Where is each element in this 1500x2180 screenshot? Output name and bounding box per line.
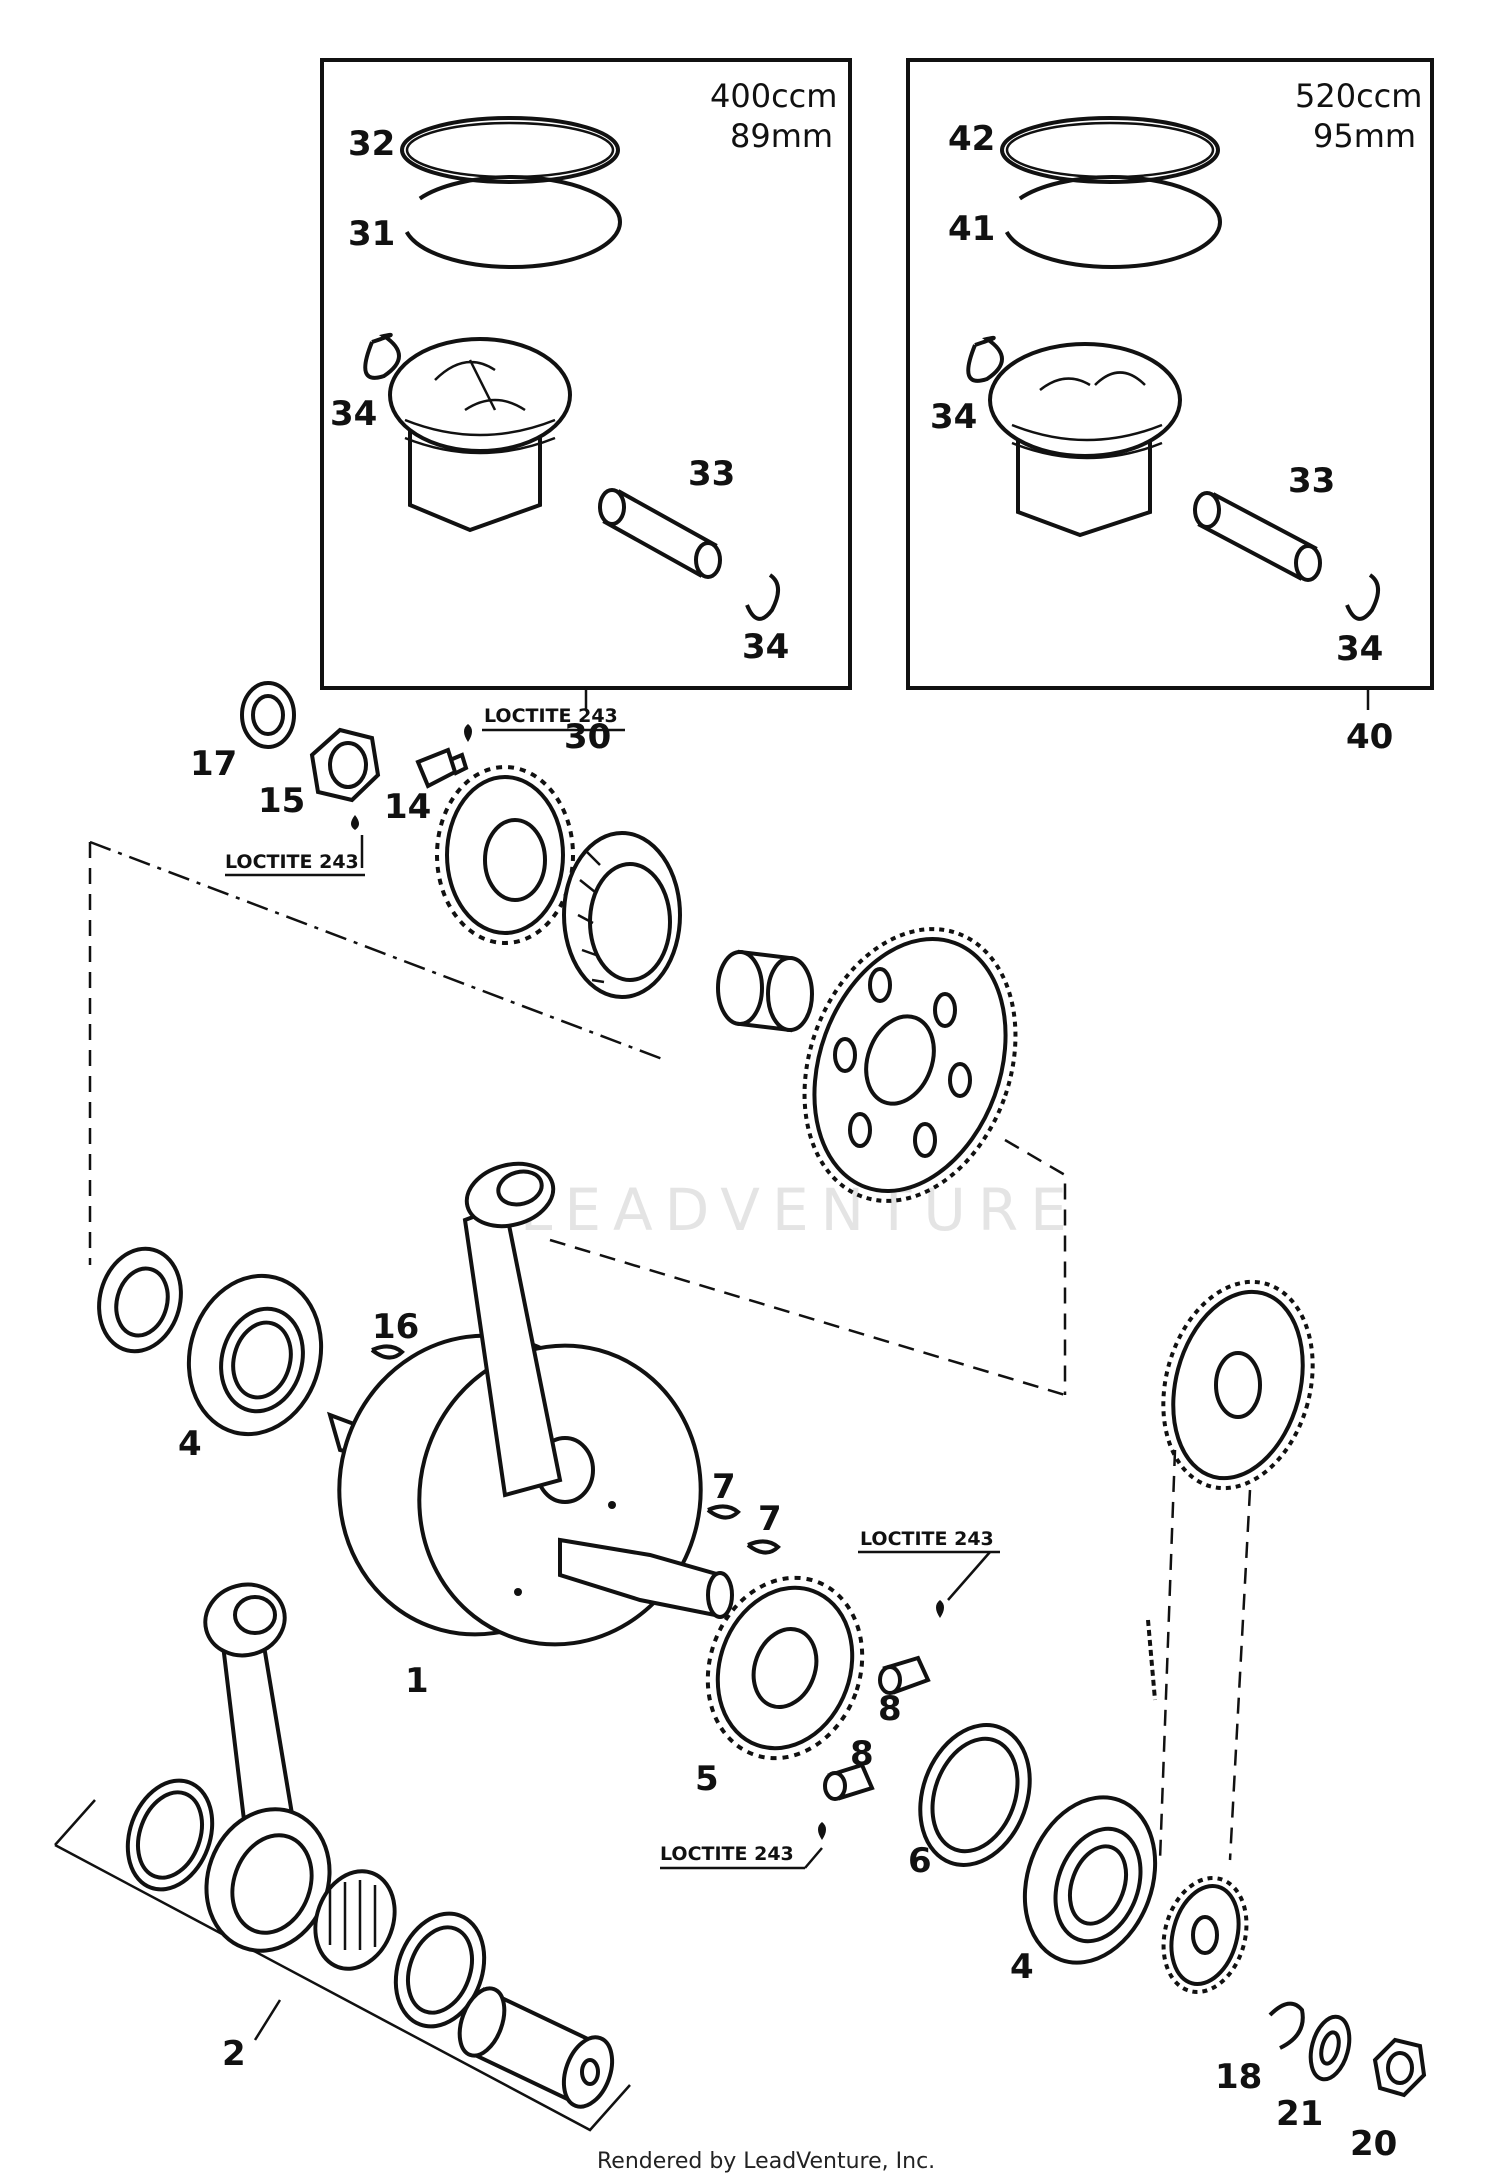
starter-gear-13[interactable] <box>435 765 575 945</box>
oil-seal-9[interactable] <box>88 1239 192 1360</box>
piston-pin-33a[interactable] <box>598 488 722 579</box>
label-4-right: 4 <box>1010 1947 1034 1987</box>
kit-displacement-400: 400ccm <box>710 77 837 115</box>
loctite-note-top: LOCTITE 243 <box>484 705 618 727</box>
label-7b: 7 <box>758 1499 782 1539</box>
label-33a: 33 <box>688 454 735 494</box>
label-kit-30: 30 <box>564 717 611 757</box>
woodruff-key-16[interactable] <box>370 1344 405 1360</box>
freewheel-11[interactable] <box>562 831 682 999</box>
piston-ring-31[interactable] <box>402 175 622 269</box>
nut-15[interactable] <box>309 727 381 830</box>
timing-sprocket-lower[interactable] <box>1151 1869 1258 2002</box>
balancer-gear[interactable] <box>768 899 1052 1231</box>
crank-pin[interactable] <box>451 1982 621 2113</box>
label-21: 21 <box>1276 2094 1323 2134</box>
label-kit-40: 40 <box>1346 717 1393 757</box>
label-31: 31 <box>348 214 395 254</box>
woodruff-key-7a[interactable] <box>706 1504 741 1520</box>
piston-ring-41[interactable] <box>1002 175 1222 269</box>
loctite-note-bottom: LOCTITE 243 <box>660 1843 794 1865</box>
crankshaft-1[interactable] <box>306 1304 734 1676</box>
needle-bearing-10[interactable] <box>716 949 814 1033</box>
loctite-drop-right <box>936 1600 944 1618</box>
label-17: 17 <box>190 744 237 784</box>
label-33b: 33 <box>1288 461 1335 501</box>
loctite-note-right: LOCTITE 243 <box>860 1528 994 1550</box>
label-34b: 34 <box>742 627 789 667</box>
label-20: 20 <box>1350 2124 1397 2164</box>
loctite-drop-left <box>351 815 359 830</box>
label-16: 16 <box>372 1307 419 1347</box>
screw-14[interactable] <box>415 724 472 789</box>
watermark: LEADVENTURE <box>520 1176 1079 1244</box>
kit-bore-520: 95mm <box>1313 117 1416 155</box>
piston-400[interactable] <box>388 337 572 533</box>
piston-520[interactable] <box>988 342 1182 538</box>
loctite-note-left: LOCTITE 243 <box>225 851 359 873</box>
screw-8-lower[interactable] <box>823 1762 875 1801</box>
timing-chain[interactable] <box>1146 1449 1252 1861</box>
washer-21[interactable] <box>1304 2012 1355 2083</box>
ball-bearing-4-right[interactable] <box>1003 1779 1178 1981</box>
label-2: 2 <box>222 2034 246 2074</box>
label-14: 14 <box>384 787 431 827</box>
label-34c: 34 <box>930 397 977 437</box>
circlip-34b[interactable] <box>745 573 780 621</box>
label-34d: 34 <box>1336 629 1383 669</box>
piston-kit-box-400[interactable]: 400ccm 89mm 32 31 34 33 34 <box>320 58 852 690</box>
woodruff-key-7b[interactable] <box>746 1539 781 1555</box>
seal-17[interactable] <box>240 681 296 749</box>
piston-kit-box-520[interactable]: 520ccm 95mm 42 41 34 33 34 <box>906 58 1434 690</box>
label-34a: 34 <box>330 394 377 434</box>
circlip-34d[interactable] <box>1345 573 1380 621</box>
conrod-2[interactable] <box>187 1576 349 1968</box>
thrust-washer-left[interactable] <box>113 1769 226 1902</box>
conrod-on-crank[interactable] <box>460 1155 563 1498</box>
circlip-34c[interactable] <box>966 335 1004 383</box>
circlip-34a[interactable] <box>363 332 401 380</box>
timing-sprocket-upper[interactable] <box>1141 1265 1334 1505</box>
screw-8-upper[interactable] <box>878 1655 931 1695</box>
label-41: 41 <box>948 209 995 249</box>
circlip-18[interactable] <box>1268 2001 1305 2050</box>
label-1: 1 <box>405 1661 429 1701</box>
label-6: 6 <box>908 1841 932 1881</box>
piston-pin-33b[interactable] <box>1193 491 1322 582</box>
primary-gear-5[interactable] <box>683 1556 887 1780</box>
piston-ring-32[interactable] <box>400 116 620 184</box>
label-15: 15 <box>258 781 305 821</box>
ball-bearing-4-left[interactable] <box>172 1261 339 1449</box>
conrod-needle-bearing[interactable] <box>302 1860 408 1980</box>
shim-6[interactable] <box>902 1710 1049 1881</box>
piston-ring-42[interactable] <box>1000 116 1220 184</box>
label-5: 5 <box>695 1759 719 1799</box>
label-8-upper: 8 <box>878 1689 902 1729</box>
footer-credit: Rendered by LeadVenture, Inc. <box>597 2149 935 2174</box>
nut-20[interactable] <box>1372 2037 1427 2098</box>
loctite-drop-top <box>464 724 472 742</box>
kit-bore-400: 89mm <box>730 117 833 155</box>
label-42: 42 <box>948 119 995 159</box>
label-18: 18 <box>1215 2057 1262 2097</box>
label-4-left: 4 <box>178 1424 202 1464</box>
loctite-drop-bottom <box>818 1822 826 1840</box>
label-8-lower: 8 <box>850 1734 874 1774</box>
label-32: 32 <box>348 124 395 164</box>
thrust-washer-right[interactable] <box>381 1901 500 2039</box>
kit-displacement-520: 520ccm <box>1295 77 1422 115</box>
label-7a: 7 <box>712 1467 736 1507</box>
